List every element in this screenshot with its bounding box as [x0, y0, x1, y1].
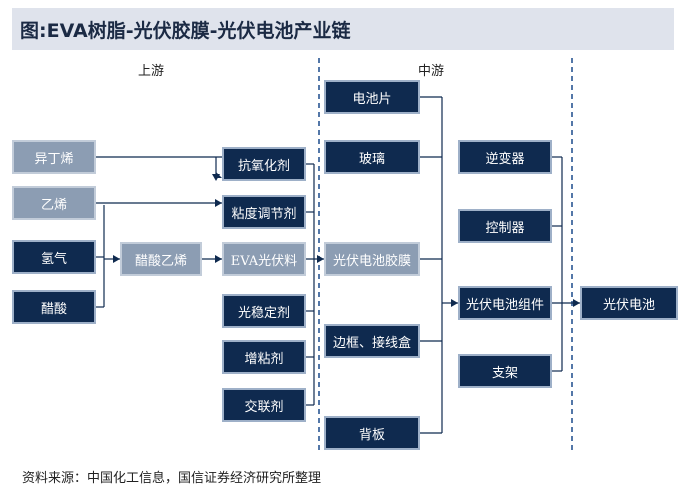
node-backsheet: 背板 [324, 416, 420, 450]
node-inverter: 逆变器 [458, 140, 552, 174]
node-antioxidant: 抗氧化剂 [222, 147, 306, 181]
node-light-stabilizer: 光稳定剂 [222, 294, 306, 328]
section-label-midstream: 中游 [418, 64, 445, 79]
node-acetic-acid: 醋酸 [12, 290, 96, 324]
node-isobutylene: 异丁烯 [12, 140, 96, 174]
section-label-upstream: 上游 [138, 64, 165, 79]
node-pv-encapsulant-film: 光伏电池胶膜 [324, 242, 420, 276]
node-eva-pv-material: EVA光伏料 [222, 242, 306, 276]
node-tackifier: 增粘剂 [222, 340, 306, 374]
node-controller: 控制器 [458, 209, 552, 243]
node-pv-cell-end-product: 光伏电池 [580, 286, 678, 320]
node-pv-module: 光伏电池组件 [458, 286, 552, 320]
node-cell-wafer: 电池片 [324, 80, 420, 114]
node-mounting-bracket: 支架 [458, 354, 552, 388]
node-viscosity-regulator: 粘度调节剂 [222, 195, 306, 229]
source-note: 资料来源：中国化工信息，国信证券经济研究所整理 [22, 471, 322, 486]
node-ethylene: 乙烯 [12, 186, 96, 220]
page-title: 图:EVA树脂-光伏胶膜-光伏电池产业链 [12, 8, 674, 50]
arrow-icon [212, 174, 220, 181]
node-glass: 玻璃 [324, 140, 420, 174]
node-vinyl-acetate: 醋酸乙烯 [120, 242, 202, 276]
node-frame-junction-box: 边框、接线盒 [324, 324, 420, 358]
node-hydrogen: 氢气 [12, 240, 96, 274]
node-crosslinker: 交联剂 [222, 388, 306, 422]
